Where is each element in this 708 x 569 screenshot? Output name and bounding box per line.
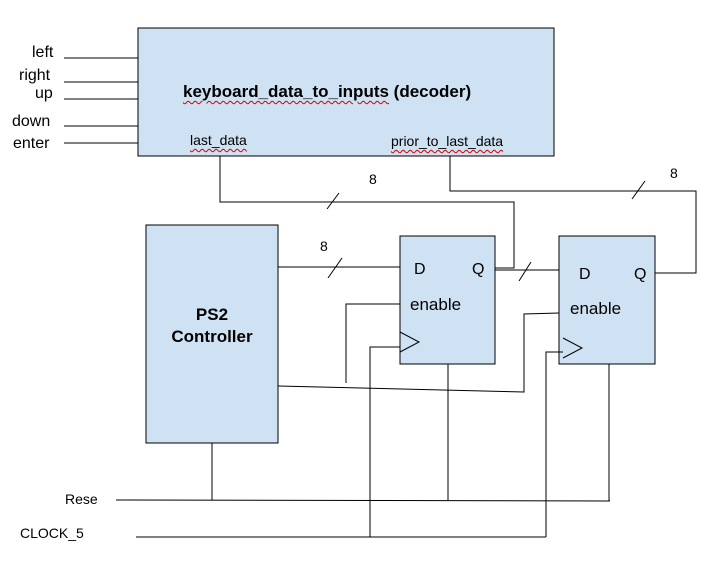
output-down-label: down (12, 113, 51, 130)
ps2-controller-label: PS2 Controller (146, 304, 278, 348)
decoder-title-suffix: (decoder) (388, 82, 472, 101)
last-data-label: last_data (190, 132, 247, 148)
decoder-title-name: keyboard_data_to_inputs (183, 82, 389, 101)
flipflop-2-clock-marker (562, 337, 584, 359)
prior-bus-tick (631, 180, 646, 200)
ff2-q-label: Q (634, 266, 647, 283)
ff1-d-label: D (414, 261, 426, 278)
flipflop-1-block (399, 235, 496, 365)
flipflop-1-clock-marker (399, 331, 421, 353)
ps2-controller-line1: PS2 (195, 305, 229, 324)
ff2-enable-wire (277, 312, 560, 393)
prior-bus-wire (449, 156, 697, 274)
output-left-label: left (32, 44, 54, 61)
output-enter-label: enter (13, 135, 50, 152)
ff1-enable-wire (345, 303, 400, 383)
ff2-enable-label: enable (570, 299, 622, 318)
decoder-title: keyboard_data_to_inputs (decoder) (183, 83, 471, 100)
flipflop-2-block (558, 235, 656, 365)
ps2-controller-block (145, 224, 279, 444)
prior-to-last-data-label: prior_to_last_data (391, 133, 504, 149)
output-right-label: right (19, 67, 51, 84)
decoder-block (137, 27, 555, 157)
ps2-data-bus-tick (327, 257, 343, 279)
decoder-output-wires (64, 57, 138, 144)
ps2-bus-width: 8 (320, 238, 328, 254)
ff1-enable-label: enable (410, 295, 462, 314)
reset-wires (115, 364, 611, 502)
ff1-q-label: Q (472, 261, 485, 278)
clock-wires (136, 346, 563, 538)
last-data-bus-width: 8 (369, 171, 377, 187)
output-up-label: up (35, 85, 53, 102)
ff1-to-ff2-tick (518, 261, 532, 282)
ps2-controller-line2: Controller (171, 327, 253, 346)
clock-signal-label: CLOCK_5 (20, 525, 84, 541)
prior-bus-width: 8 (670, 165, 678, 181)
last-data-bus-wire (219, 156, 515, 269)
last-data-bus-tick (326, 192, 340, 210)
ff2-d-label: D (579, 266, 591, 283)
reset-signal-label: Rese (65, 491, 98, 507)
